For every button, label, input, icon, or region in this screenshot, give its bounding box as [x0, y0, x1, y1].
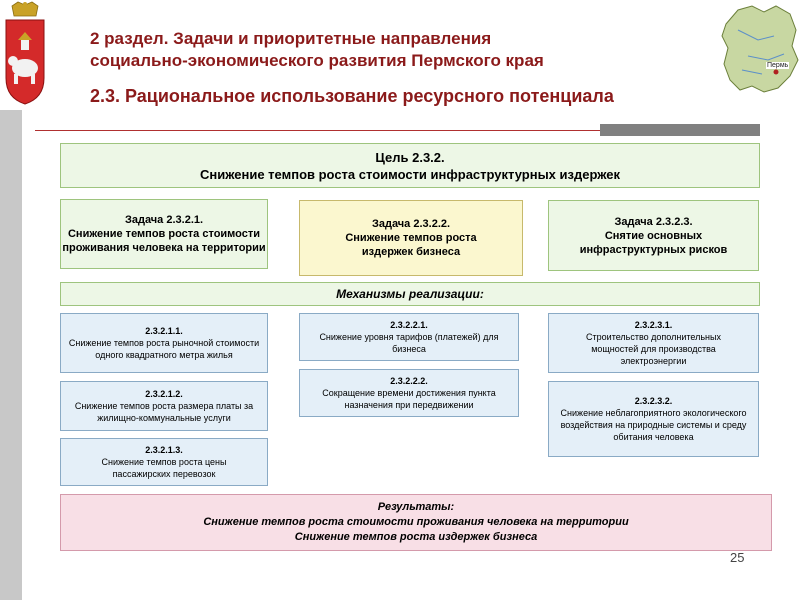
- results-box: Результаты: Снижение темпов роста стоимо…: [60, 494, 772, 551]
- mechanism-code: 2.3.2.3.1.: [634, 320, 673, 330]
- title-line-1: 2 раздел. Задачи и приоритетные направле…: [90, 29, 492, 48]
- mechanism-code: 2.3.2.3.2.: [634, 396, 673, 406]
- side-decor-bar: [0, 110, 22, 600]
- mechanism-code: 2.3.2.1.3.: [145, 445, 183, 455]
- header-decor-rect: [600, 124, 760, 136]
- goal-text: Снижение темпов роста стоимости инфрастр…: [199, 166, 621, 182]
- task-text: Снижение темпов роста издержек бизнеса: [345, 232, 477, 258]
- task-text: Снятие основных инфраструктурных рисков: [579, 229, 728, 256]
- coat-of-arms-icon: [0, 0, 50, 110]
- task-box-1: Задача 2.3.2.1. Снижение темпов роста ст…: [60, 199, 268, 269]
- mechanism-box: 2.3.2.1.3. Снижение темпов роста цены па…: [60, 438, 268, 486]
- task-label: Задача 2.3.2.2.: [371, 218, 451, 230]
- goal-label: Цель 2.3.2.: [375, 149, 445, 165]
- mechanism-box: 2.3.2.2.2. Сокращение времени достижения…: [299, 369, 519, 417]
- mechanism-text: Снижение темпов роста размера платы за ж…: [74, 401, 254, 423]
- perm-region-map-icon: Пермь: [718, 0, 800, 110]
- task-text: Снижение темпов роста стоимости проживан…: [62, 228, 266, 254]
- mechanism-code: 2.3.2.1.1.: [145, 326, 183, 336]
- page-number: 25: [730, 550, 745, 565]
- mechanism-text: Сокращение времени достижения пункта наз…: [322, 388, 496, 410]
- mechanism-code: 2.3.2.2.1.: [390, 320, 428, 330]
- title-line-2: социально-экономического развития Пермск…: [90, 51, 544, 70]
- task-label: Задача 2.3.2.1.: [124, 214, 204, 226]
- results-label: Результаты:: [377, 501, 455, 513]
- mechanism-code: 2.3.2.1.2.: [145, 389, 183, 399]
- mechanism-box: 2.3.2.3.2. Снижение неблагоприятного эко…: [548, 381, 759, 457]
- mechanism-box: 2.3.2.3.1. Строительство дополнительных …: [548, 313, 759, 373]
- task-box-3: Задача 2.3.2.3. Снятие основных инфрастр…: [548, 200, 759, 271]
- mechanism-text: Снижение неблагоприятного экологического…: [560, 408, 747, 442]
- section-subtitle: 2.3. Рациональное использование ресурсно…: [90, 86, 614, 106]
- mechanism-box: 2.3.2.1.1. Снижение темпов роста рыночно…: [60, 313, 268, 373]
- goal-box: Цель 2.3.2. Снижение темпов роста стоимо…: [60, 143, 760, 188]
- header-divider: [35, 130, 760, 131]
- mechanism-text: Снижение темпов роста рыночной стоимости…: [68, 338, 260, 360]
- map-city-label: Пермь: [766, 62, 790, 69]
- page-title: 2 раздел. Задачи и приоритетные направле…: [90, 28, 690, 72]
- mechanism-code: 2.3.2.2.2.: [390, 376, 428, 386]
- results-line-2: Снижение темпов роста издержек бизнеса: [294, 531, 538, 543]
- mechanism-box: 2.3.2.2.1. Снижение уровня тарифов (плат…: [299, 313, 519, 361]
- mechanism-text: Строительство дополнительных мощностей д…: [586, 332, 721, 366]
- results-line-1: Снижение темпов роста стоимости проживан…: [203, 516, 629, 528]
- task-box-2: Задача 2.3.2.2. Снижение темпов роста из…: [299, 200, 523, 276]
- task-label: Задача 2.3.2.3.: [614, 215, 693, 228]
- mechanisms-header: Механизмы реализации:: [60, 282, 760, 306]
- mechanism-text: Снижение темпов роста цены пассажирских …: [101, 457, 227, 479]
- mechanism-text: Снижение уровня тарифов (платежей) для б…: [319, 332, 499, 354]
- mechanism-box: 2.3.2.1.2. Снижение темпов роста размера…: [60, 381, 268, 431]
